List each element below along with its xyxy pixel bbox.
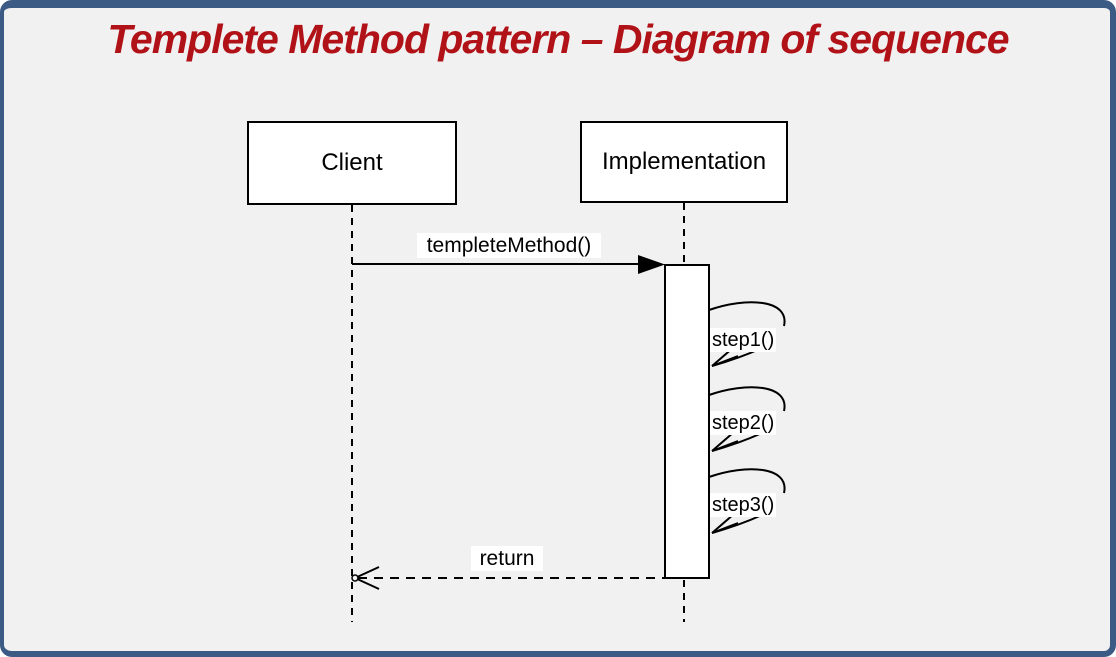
call-filled-arrowhead-icon xyxy=(638,255,665,274)
message-label-templete-method: templeteMethod() xyxy=(417,233,601,258)
page-title: Templete Method pattern – Diagram of seq… xyxy=(107,16,1009,62)
message-label-step3: step3() xyxy=(710,493,777,517)
lifeline-label-client: Client xyxy=(321,149,383,176)
message-label-return: return xyxy=(471,546,543,571)
step3-self-loop-arc xyxy=(708,468,786,494)
lifeline-label-implementation: Implementation xyxy=(601,148,767,175)
return-open-arrowhead-icon xyxy=(354,566,380,590)
message-label-step1: step1() xyxy=(710,328,777,352)
lifeline-box-client: Client xyxy=(247,121,457,205)
step2-self-loop-arc xyxy=(708,386,786,412)
step1-self-loop-arc xyxy=(708,301,786,327)
lifeline-box-implementation: Implementation xyxy=(580,121,788,203)
step2-open-arrowhead-icon xyxy=(711,431,739,452)
return-endpoint-dot xyxy=(351,574,359,582)
message-label-step2: step2() xyxy=(710,411,777,435)
implementation-activation-bar xyxy=(664,264,710,579)
step3-open-arrowhead-icon xyxy=(711,513,739,534)
